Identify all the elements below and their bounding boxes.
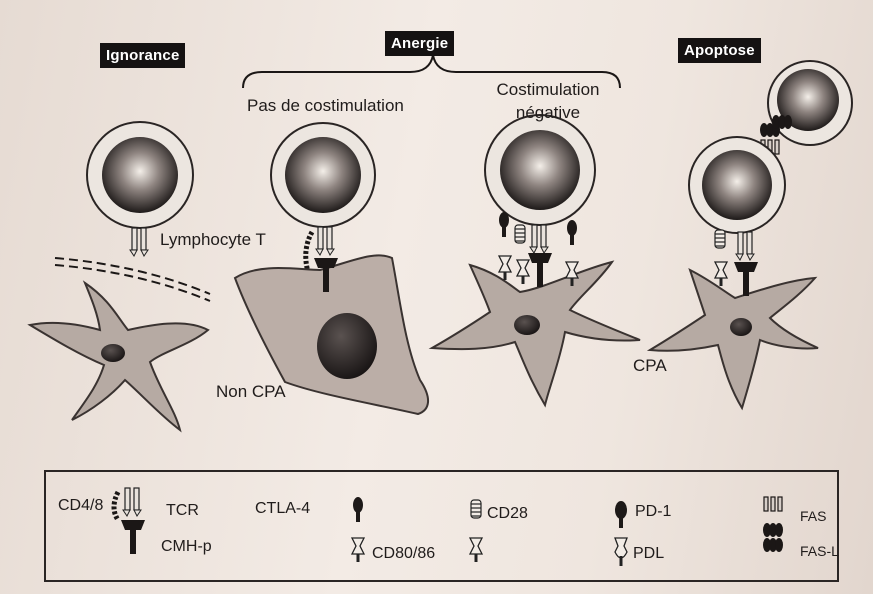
neg-costim-apc — [432, 253, 640, 405]
apoptose-apc — [650, 262, 818, 408]
apoptose-t-cell-top — [768, 61, 852, 145]
legend-ctla4: CTLA-4 — [255, 500, 310, 518]
legend-cd8086: CD80/86 — [372, 545, 435, 563]
label-cpa: CPA — [633, 356, 667, 376]
neg-costim-t-cell — [485, 115, 595, 253]
label-pas-de-costimulation: Pas de costimulation — [247, 96, 404, 116]
ignorance-apc — [30, 283, 208, 430]
no-costim-t-cell — [271, 123, 375, 272]
legend-cd48: CD4/8 — [58, 497, 103, 515]
header-apoptose: Apoptose — [678, 38, 761, 63]
legend-cmhp: CMH-p — [161, 538, 212, 556]
legend-cd28: CD28 — [487, 505, 528, 523]
legend-tcr: TCR — [166, 502, 199, 520]
legend-fas: FAS — [800, 508, 826, 524]
legend-pdl: PDL — [633, 545, 664, 563]
label-negative: négative — [483, 103, 613, 123]
label-costimulation: Costimulation — [483, 80, 613, 100]
legend-fasl: FAS-L — [800, 543, 839, 559]
header-ignorance: Ignorance — [100, 43, 185, 68]
label-non-cpa: Non CPA — [216, 382, 286, 402]
legend-box — [44, 470, 839, 582]
legend-pd1: PD-1 — [635, 503, 671, 521]
header-anergie: Anergie — [385, 31, 454, 56]
label-lymphocyte-t: Lymphocyte T — [160, 230, 266, 250]
apoptose-t-cell — [689, 137, 785, 260]
